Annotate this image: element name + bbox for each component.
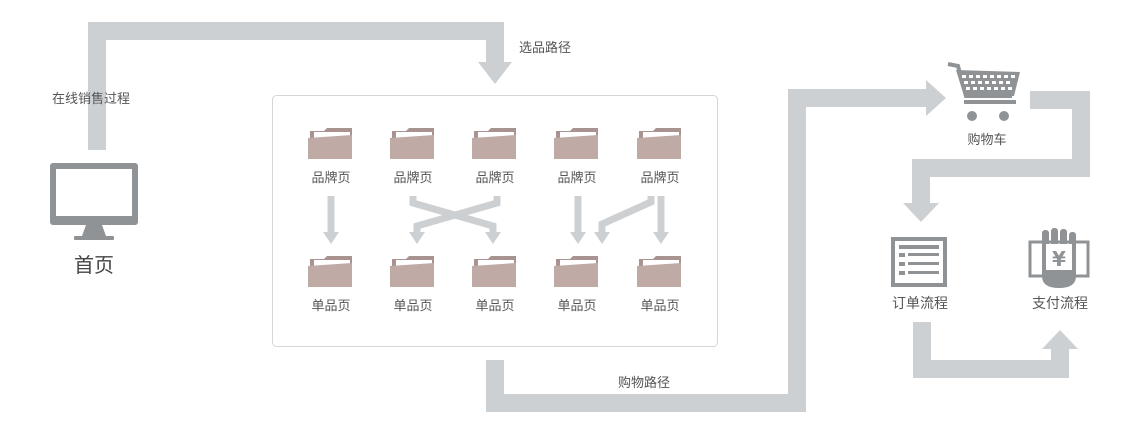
- product-page-label: 单品页: [311, 299, 350, 314]
- home-label: 首页: [74, 253, 114, 277]
- cart-label: 购物车: [967, 132, 1006, 148]
- link-arrow-head: [653, 232, 669, 244]
- product-page-label: 单品页: [475, 299, 514, 314]
- folder-icon: [308, 256, 352, 287]
- arrow-bottom-horizontal: [486, 394, 804, 412]
- brand-page-label: 品牌页: [475, 170, 514, 186]
- arrow-to-cart: [788, 89, 926, 107]
- product-folders: [308, 256, 681, 287]
- arrow-order-horizontal: [912, 159, 1090, 177]
- arrow-down-to-panel: [486, 22, 504, 62]
- brand-page-label: 品牌页: [311, 170, 350, 186]
- arrow-head-payment: [1042, 330, 1078, 349]
- folder-icon: [308, 128, 352, 159]
- arrow-up-vertical: [788, 89, 806, 412]
- folder-icon: [472, 256, 516, 287]
- arrow-cart-down: [1072, 91, 1090, 177]
- link-arrow-head: [485, 232, 501, 244]
- shopping-cart-icon: [947, 62, 1020, 121]
- folder-icon: [554, 256, 598, 287]
- link-arrow-head: [570, 232, 586, 244]
- folder-icon: [554, 128, 598, 159]
- arrow-payment-up: [1051, 349, 1069, 378]
- arrow-head-order: [903, 203, 939, 222]
- link-arrow-head: [409, 232, 425, 244]
- link-arrow-head: [323, 232, 339, 244]
- arrow-order-down: [912, 159, 930, 203]
- link-arrow: [598, 196, 655, 232]
- link-arrow-head: [594, 232, 610, 244]
- arrow-head-cart: [926, 80, 946, 116]
- brand-page-label: 品牌页: [557, 170, 596, 186]
- product-panel: [272, 95, 718, 347]
- folder-icon: [637, 256, 681, 287]
- folder-icon: [637, 128, 681, 159]
- arrow-head-selection: [478, 62, 512, 84]
- product-page-label: 单品页: [640, 299, 679, 314]
- flow-arrows: [88, 22, 1090, 412]
- arrow-home-up: [88, 22, 106, 150]
- product-page-label: 单品页: [393, 299, 432, 314]
- product-selection-path-label: 选品路径: [519, 40, 571, 56]
- currency-symbol: ¥: [1052, 247, 1066, 271]
- link-arrow: [413, 196, 501, 232]
- brand-page-label: 品牌页: [640, 170, 679, 186]
- monitor-icon: [50, 163, 138, 240]
- folder-icon: [472, 128, 516, 159]
- folder-icon: [390, 256, 434, 287]
- payment-hand-icon: ¥: [1028, 228, 1090, 288]
- order-flow-label: 订单流程: [892, 296, 948, 312]
- arrow-top-horizontal: [88, 22, 504, 40]
- folder-icon: [390, 128, 434, 159]
- inner-arrows: [323, 196, 669, 244]
- brand-page-label: 品牌页: [393, 170, 432, 186]
- payment-flow-label: 支付流程: [1032, 296, 1088, 312]
- arrow-order-payment-horizontal: [913, 360, 1069, 378]
- purchase-path-label: 购物路径: [618, 375, 670, 391]
- online-sales-process-label: 在线销售过程: [52, 91, 130, 107]
- order-list-icon: [891, 237, 947, 287]
- brand-folders: [308, 128, 681, 159]
- product-page-label: 单品页: [557, 299, 596, 314]
